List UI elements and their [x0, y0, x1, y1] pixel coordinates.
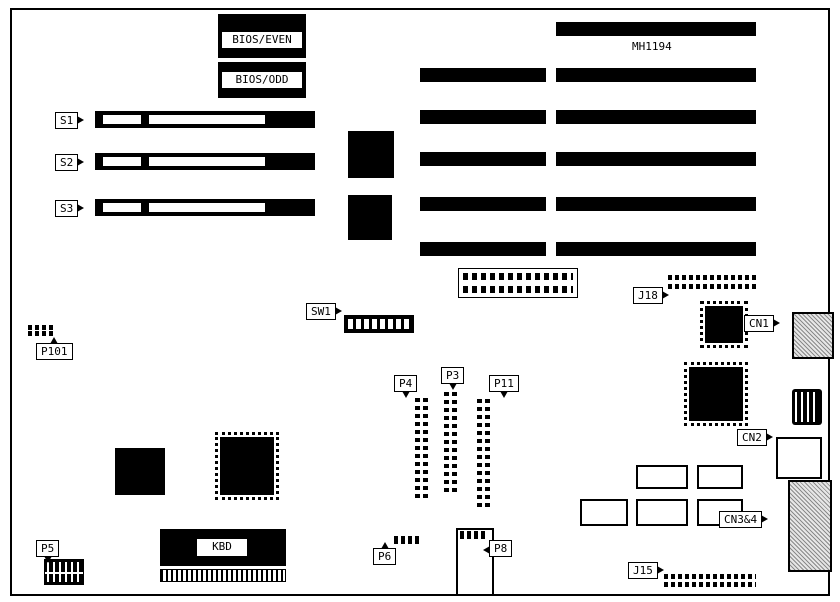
p11-pin-header [477, 399, 490, 511]
p11-label: P11 [489, 375, 519, 398]
card-edge-slot-s2 [95, 153, 315, 170]
bios-even-label: BIOS/EVEN [221, 31, 303, 49]
cn2-label: CN2 [737, 429, 773, 446]
ic-chip [115, 448, 165, 495]
pin-header-strip [458, 268, 578, 298]
card-edge-slot-s3 [95, 199, 315, 216]
p8-label: P8 [482, 540, 513, 557]
expansion-slot [556, 68, 756, 82]
p3-label: P3 [441, 367, 465, 390]
sw1-dip-switch [344, 315, 414, 333]
expansion-slot [556, 197, 756, 211]
p3-pin-header [444, 392, 457, 494]
component-footprint [636, 465, 688, 489]
p101-label: P101 [36, 337, 73, 360]
j15-pin-header [664, 574, 756, 587]
cn1-label: CN1 [744, 315, 780, 332]
cn2-connector [776, 437, 822, 479]
s2-label: S2 [55, 154, 85, 171]
ic-chip [348, 131, 394, 178]
expansion-slot [556, 242, 756, 256]
qfp-chip [215, 432, 279, 500]
expansion-slot [420, 242, 546, 256]
kbd-label: KBD [196, 538, 248, 557]
expansion-slot [420, 68, 546, 82]
component-footprint [636, 499, 688, 526]
expansion-slot [556, 22, 756, 36]
sw1-label: SW1 [306, 303, 342, 320]
s3-label: S3 [55, 200, 85, 217]
kbd-connector-strip [160, 569, 286, 582]
cn1-controller-chip [700, 301, 748, 348]
expansion-slot [556, 152, 756, 166]
p4-pin-header [415, 398, 428, 500]
cn3-4-parallel-port [788, 480, 832, 572]
cn1-serial-port [792, 312, 834, 359]
p5-connector [44, 559, 84, 585]
p6-pin-header [394, 536, 422, 544]
ic-chip [348, 195, 392, 240]
model-label: MH1194 [632, 40, 672, 53]
din-connector [792, 389, 822, 425]
p101-pin-header [28, 325, 56, 336]
cn3-4-label: CN3&4 [719, 511, 769, 528]
riser-notch [456, 528, 494, 596]
j18-label: J18 [633, 287, 669, 304]
s1-label: S1 [55, 112, 85, 129]
component-footprint [580, 499, 628, 526]
p8-pin-header [460, 531, 488, 539]
j18-pin-header [668, 275, 756, 289]
expansion-slot [420, 152, 546, 166]
p5-label: P5 [36, 540, 60, 563]
board-outline [10, 8, 830, 596]
card-edge-slot-s1 [95, 111, 315, 128]
bios-odd-label: BIOS/ODD [221, 71, 303, 89]
p6-label: P6 [373, 542, 397, 565]
j15-label: J15 [628, 562, 664, 579]
expansion-slot [420, 197, 546, 211]
component-footprint [697, 465, 743, 489]
p4-label: P4 [394, 375, 418, 398]
qfp-chip [684, 362, 748, 426]
expansion-slot [556, 110, 756, 124]
expansion-slot [420, 110, 546, 124]
